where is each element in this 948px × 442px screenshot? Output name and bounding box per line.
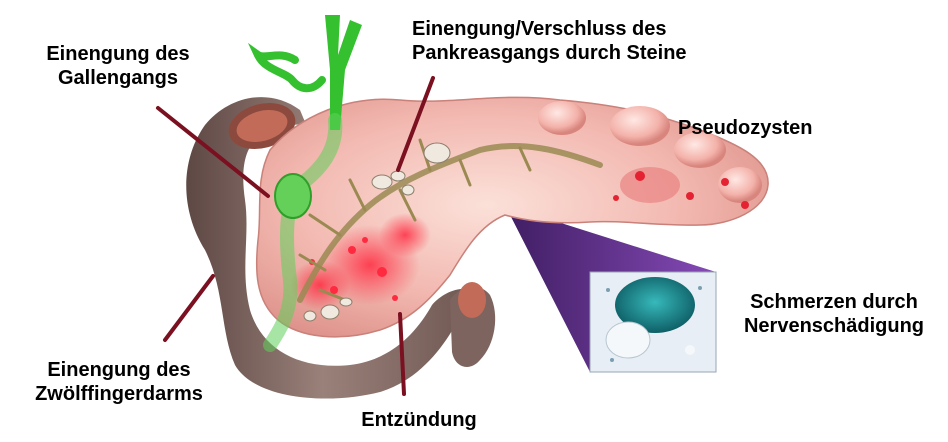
label-pancreatic-duct-line2: Pankreasgangs durch Steine (412, 41, 752, 65)
label-pain-line2: Nervenschädigung (724, 314, 944, 338)
gallbladder (275, 174, 311, 218)
label-duodenum: Einengung des Zwölffingerdarms (14, 358, 224, 406)
label-pain: Schmerzen durch Nervenschädigung (724, 290, 944, 338)
label-pseudocysts: Pseudozysten (678, 116, 868, 140)
pointer-duodenum (165, 276, 213, 340)
label-inflammation-text: Entzündung (344, 408, 494, 432)
label-duodenum-line2: Zwölffingerdarms (14, 382, 224, 406)
label-bile-duct-line2: Gallengangs (18, 66, 218, 90)
label-bile-duct: Einengung des Gallengangs (18, 42, 218, 90)
nerve-micrograph (590, 272, 716, 372)
label-pancreatic-duct-line1: Einengung/Verschluss des (412, 17, 752, 41)
label-inflammation: Entzündung (344, 408, 494, 432)
label-duodenum-line1: Einengung des (14, 358, 224, 382)
label-pseudocysts-text: Pseudozysten (678, 116, 868, 140)
label-pain-line1: Schmerzen durch (724, 290, 944, 314)
label-pancreatic-duct: Einengung/Verschluss des Pankreasgangs d… (412, 17, 752, 65)
label-bile-duct-line1: Einengung des (18, 42, 218, 66)
